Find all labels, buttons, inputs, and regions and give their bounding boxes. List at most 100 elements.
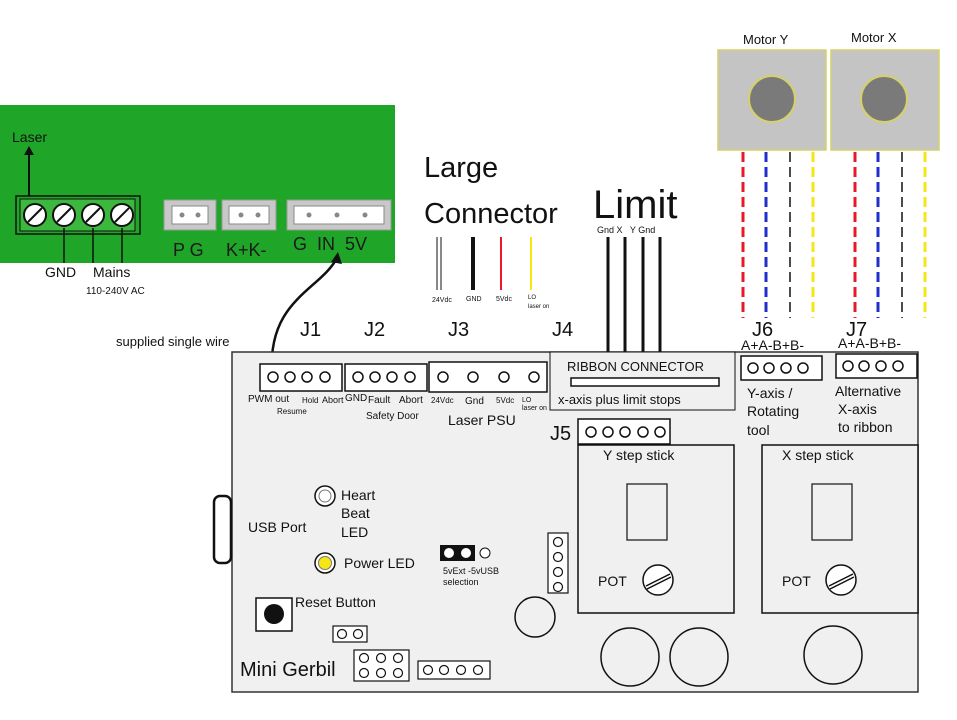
- j3-header: [428, 361, 548, 393]
- heartbeat-label: Beat: [341, 505, 370, 521]
- ac-voltage-label: 110-240V AC: [86, 286, 145, 297]
- j3-24vdc-label: 24Vdc: [431, 396, 454, 405]
- abort-label: Abort: [322, 395, 344, 405]
- terminal-screw: [81, 203, 105, 227]
- motor-x-title: Motor X: [851, 30, 897, 45]
- j6-description: tool: [747, 422, 770, 438]
- y-step-stick-label: Y step stick: [603, 447, 675, 463]
- 5v-selection-jumper: [440, 545, 491, 561]
- wire-label-laser-on: laser on: [528, 304, 549, 310]
- single-wire: [270, 257, 339, 373]
- j4-label: J4: [552, 319, 573, 341]
- gin5v-label: G IN 5V: [293, 234, 367, 254]
- reset-button: [255, 597, 293, 632]
- j5-header: [577, 418, 671, 445]
- x-step-stick: [761, 444, 919, 614]
- gnd-label: GND: [45, 264, 76, 280]
- j3-label: J3: [448, 319, 469, 341]
- motor-y-title: Motor Y: [743, 32, 789, 47]
- j1-header: [259, 363, 343, 392]
- mains-terminal-block: [15, 195, 141, 235]
- wire-label-lo: LO: [528, 295, 536, 301]
- capacitor: [669, 627, 729, 687]
- capacitor: [514, 596, 556, 638]
- four-pin-header: [417, 660, 491, 680]
- pg-connector: [163, 199, 217, 231]
- x-pot-label: POT: [782, 573, 811, 589]
- j3-gnd-label: Gnd: [465, 396, 484, 407]
- motor-x: [830, 49, 940, 151]
- j3-laser-on-label: laser on: [522, 405, 547, 412]
- large-connector-heading: Large: [424, 152, 498, 184]
- y-step-stick: [577, 444, 735, 614]
- motor-y-wires: [741, 152, 815, 318]
- large-connector-wires: [436, 237, 532, 290]
- capacitor: [600, 627, 660, 687]
- wire-label-gnd: GND: [466, 296, 482, 303]
- terminal-screw: [23, 203, 47, 227]
- limit-wire-labels: Gnd X Y Gnd: [597, 225, 655, 235]
- j6-label: J6: [752, 319, 773, 341]
- j7-pin-labels: A+A-B+B-: [838, 335, 901, 351]
- x-step-stick-label: X step stick: [782, 447, 855, 463]
- mains-label: Mains: [93, 264, 130, 280]
- reset-button-cap: [264, 604, 284, 624]
- j2-abort-label: Abort: [399, 395, 423, 406]
- j7-label: J7: [846, 319, 867, 341]
- large-connector-heading: Connector: [424, 198, 558, 230]
- safety-door-label: Safety Door: [366, 411, 419, 422]
- capacitor: [803, 625, 863, 685]
- wire-label-5vdc: 5Vdc: [496, 296, 512, 303]
- k-connector: [221, 199, 277, 231]
- power-led-label: Power LED: [344, 555, 415, 571]
- j6-description: Rotating: [747, 403, 799, 419]
- ribbon-connector: [549, 351, 736, 411]
- selection-label: 5vExt -5vUSB: [443, 566, 499, 576]
- j5-label: J5: [550, 423, 571, 445]
- two-pin-header: [332, 625, 368, 643]
- selection-label: selection: [443, 577, 479, 587]
- j2-header: [344, 363, 428, 392]
- j2-gnd-label: GND: [345, 393, 367, 404]
- terminal-screw: [110, 203, 134, 227]
- laser-psu: Laser P G K+K- G: [0, 105, 395, 263]
- wire-label-24vdc: 24Vdc: [432, 297, 452, 304]
- terminal-screw: [52, 203, 76, 227]
- ribbon-connector-subtitle: x-axis plus limit stops: [558, 392, 681, 407]
- fault-label: Fault: [368, 395, 390, 406]
- j3-lo-label: LO: [522, 397, 532, 404]
- six-pin-header: [353, 649, 410, 682]
- j6-description: Y-axis /: [747, 385, 793, 401]
- pg-label: P G: [173, 240, 204, 260]
- j7-description: X-axis: [838, 401, 877, 417]
- hold-label: Hold: [302, 396, 318, 405]
- laser-label: Laser: [12, 129, 47, 145]
- j6-header: [740, 355, 823, 381]
- ribbon-connector-title: RIBBON CONNECTOR: [567, 359, 704, 374]
- limit-heading: Limit: [593, 183, 677, 227]
- y-pot-label: POT: [598, 573, 627, 589]
- j7-description: to ribbon: [838, 419, 892, 435]
- laser-psu-label: Laser PSU: [448, 412, 516, 428]
- resume-label: Resume: [277, 407, 307, 416]
- j6-pin-labels: A+A-B+B-: [741, 337, 804, 353]
- k-label: K+K-: [226, 240, 267, 260]
- supplied-wire-label: supplied single wire: [116, 334, 229, 349]
- motor-x-wires: [853, 152, 927, 318]
- reset-button-label: Reset Button: [295, 594, 376, 610]
- usb-port: [212, 494, 233, 565]
- single-wire-arrowhead: [331, 252, 342, 264]
- pwm-out-label: PWM out: [248, 394, 289, 405]
- motor-y: [717, 49, 827, 151]
- j3-5vdc-label: 5Vdc: [496, 396, 514, 405]
- psu-board: [0, 105, 395, 263]
- j2-label: J2: [364, 319, 385, 341]
- board-name: Mini Gerbil: [240, 659, 336, 681]
- gin5v-connector: [286, 199, 392, 231]
- laser-arrow-head: [24, 146, 34, 155]
- usb-port-label: USB Port: [248, 519, 306, 535]
- j7-description: Alternative: [835, 383, 901, 399]
- vertical-header: [547, 532, 569, 594]
- j7-header: [835, 353, 918, 379]
